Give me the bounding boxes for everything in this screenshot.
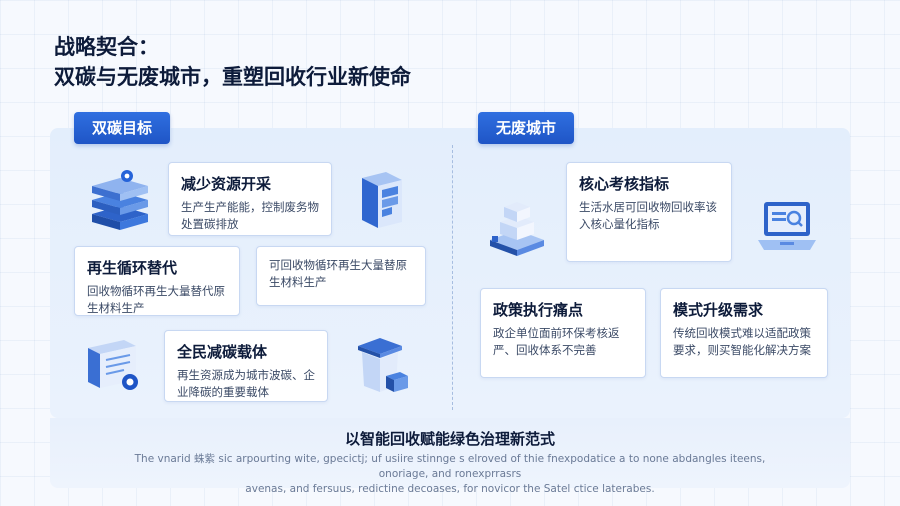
title-line1: 战略契合： — [54, 35, 159, 59]
card-desc: 再生资源成为城市波碳、企业降碳的重要载体 — [177, 368, 315, 399]
card-desc: 回收物循环再生大量替代原生材料生产 — [87, 284, 225, 315]
card-title: 核心考核指标 — [579, 175, 670, 193]
server-stack-icon — [90, 170, 150, 236]
card-reduce-extraction: 减少资源开采 生产生产能能，控制废务物处置碳排放 — [168, 162, 332, 236]
bottom-title: 以智能回收赋能绿色治理新范式 — [344, 430, 555, 448]
card-desc: 政企单位面前环保考核返严、回收体系不完善 — [493, 326, 620, 357]
laptop-icon — [756, 198, 818, 258]
card-desc: 可回收物循环再生大量替原生材料生产 — [269, 258, 407, 289]
bottom-line2: avenas, and fersuus, redictine decoases,… — [245, 483, 655, 495]
card-carbon-reduction-carrier: 全民减碳载体 再生资源成为城市波碳、企业降碳的重要载体 — [164, 330, 328, 402]
card-title: 减少资源开采 — [181, 175, 272, 193]
tag-dual-carbon: 双碳目标 — [74, 112, 171, 144]
card-desc: 生产生产能能，控制废务物处置碳排放 — [181, 200, 319, 231]
bottom-description: The vnarid 蛛紫 sic arpourting wite, gpeci… — [110, 452, 790, 497]
page-title: 战略契合： 双碳与无废城市，重塑回收行业新使命 — [54, 32, 411, 92]
book-icon — [356, 172, 408, 234]
blocks-icon — [486, 196, 548, 262]
bottom-line1: The vnarid 蛛紫 sic arpourting wite, gpeci… — [134, 453, 766, 480]
title-line2: 双碳与无废城市，重塑回收行业新使命 — [54, 65, 411, 89]
card-recycling-note: 可回收物循环再生大量替原生材料生产 — [256, 246, 426, 306]
tag-zero-waste-city: 无废城市 — [478, 112, 575, 144]
card-title: 政策执行痛点 — [493, 301, 584, 319]
bottom-band — [50, 418, 850, 488]
card-desc: 传统回收模式难以适配政策要求，则买智能化解决方案 — [673, 326, 811, 357]
card-title: 模式升级需求 — [673, 301, 764, 319]
card-core-assessment-index: 核心考核指标 生活水居可回收物回收率该入核心量化指标 — [566, 162, 732, 262]
card-desc: 生活水居可回收物回收率该入核心量化指标 — [579, 200, 717, 231]
section-divider — [452, 145, 453, 410]
card-title: 全民减碳载体 — [177, 343, 268, 361]
card-recycling-substitution: 再生循环替代 回收物循环再生大量替代原生材料生产 — [74, 246, 240, 316]
recycle-bin-icon — [354, 334, 410, 400]
card-title: 再生循环替代 — [87, 259, 178, 277]
document-icon — [84, 338, 144, 398]
card-model-upgrade-demand: 模式升级需求 传统回收模式难以适配政策要求，则买智能化解决方案 — [660, 288, 828, 378]
card-policy-pain-points: 政策执行痛点 政企单位面前环保考核返严、回收体系不完善 — [480, 288, 646, 378]
